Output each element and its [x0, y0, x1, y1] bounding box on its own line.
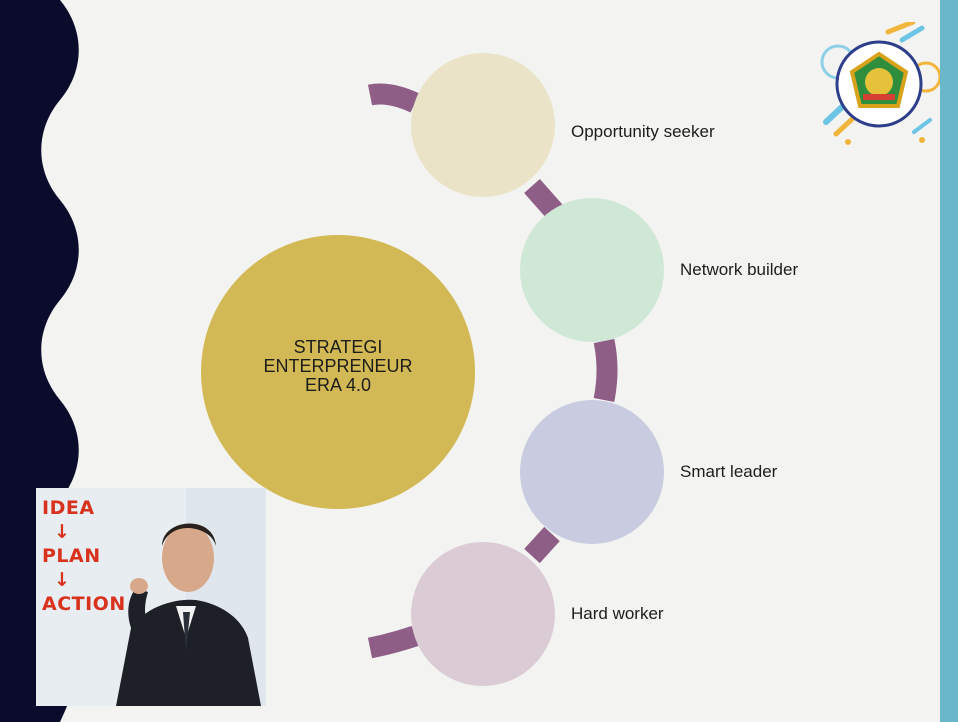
node-circle-opportunity — [411, 53, 555, 197]
center-title-line: STRATEGI — [293, 337, 383, 357]
node-label-worker: Hard worker — [571, 604, 664, 623]
hair — [162, 523, 216, 546]
center-title-line: ENTERPRENEUR — [263, 356, 413, 376]
node-label-network: Network builder — [680, 260, 799, 279]
connector-segment — [367, 83, 420, 113]
hand — [130, 578, 148, 594]
center-circle — [201, 235, 475, 509]
handwriting: IDEA ↓ PLAN ↓ ACTION — [42, 496, 126, 616]
left-wave-band — [0, 0, 79, 722]
node-circle-worker — [411, 542, 555, 686]
tie — [183, 612, 190, 653]
connector-segment — [593, 338, 618, 403]
connector-arc — [367, 83, 618, 659]
handwriting-word: PLAN — [42, 545, 101, 567]
node-label-leader: Smart leader — [680, 462, 778, 481]
head — [162, 524, 214, 592]
node-label-opportunity: Opportunity seeker — [571, 122, 715, 141]
connector-segment — [524, 179, 563, 219]
arrow-down-icon: ↓ — [54, 569, 71, 591]
school-logo — [820, 22, 940, 145]
node-circle-leader — [520, 400, 664, 544]
node-circle-network — [520, 198, 664, 342]
emblem-center — [865, 68, 893, 96]
arrow-down-icon: ↓ — [54, 521, 71, 543]
connector-segment — [524, 526, 560, 564]
photo-illustration — [36, 488, 266, 706]
center-title-line: ERA 4.0 — [304, 375, 372, 395]
emblem-ribbon — [863, 94, 895, 100]
right-accent-band — [940, 0, 958, 722]
arm — [128, 588, 148, 628]
suit — [116, 599, 261, 706]
handwriting-word: ACTION — [42, 593, 126, 615]
handwriting-word: IDEA — [42, 497, 95, 519]
idea-plan-action-photo: IDEA ↓ PLAN ↓ ACTION — [36, 488, 266, 706]
connector-segment — [367, 626, 419, 659]
center-title: STRATEGI ENTERPRENEUR ERA 4.0 — [200, 338, 476, 395]
